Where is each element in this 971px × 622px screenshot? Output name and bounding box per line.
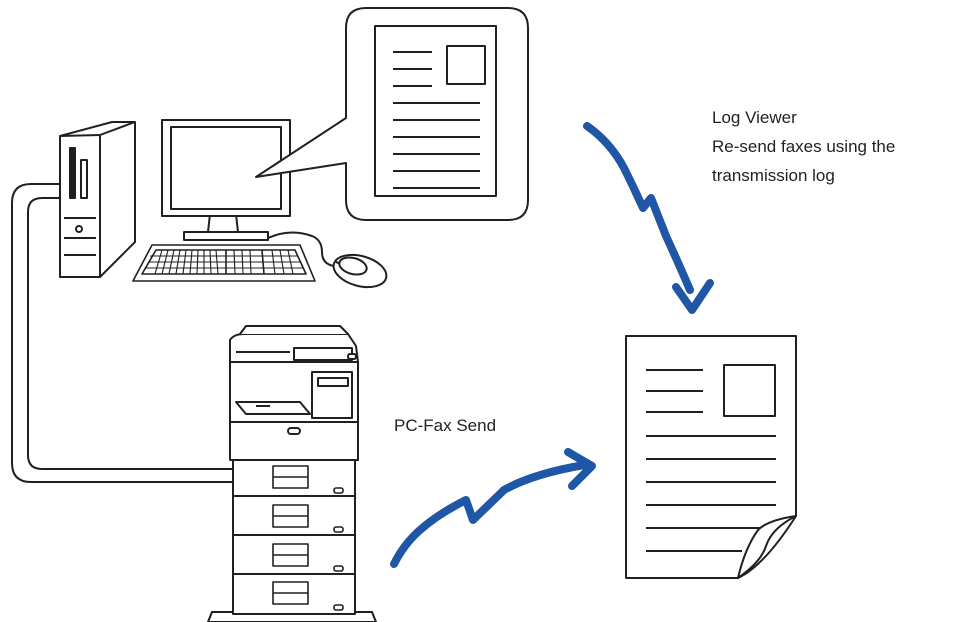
multifunction-printer-icon: [207, 325, 377, 622]
fax-document-icon: [625, 335, 797, 579]
monitor-icon: [161, 119, 291, 241]
pc-fax-send-label: PC-Fax Send: [394, 416, 497, 435]
log-viewer-title: Log Viewer: [712, 108, 797, 127]
network-cable: [11, 183, 233, 483]
document-callout-icon: [255, 7, 529, 221]
log-viewer-description-line-2: transmission log: [712, 166, 835, 185]
curved-arrow-icon: [390, 448, 596, 568]
mouse-icon: [267, 231, 388, 289]
log-viewer-label: Log Viewer Re-send faxes using the trans…: [712, 103, 895, 190]
keyboard-icon: [132, 244, 316, 282]
desktop-tower-icon: [59, 121, 136, 278]
log-viewer-description-line-1: Re-send faxes using the: [712, 137, 896, 156]
curved-arrow-icon: [583, 122, 714, 314]
